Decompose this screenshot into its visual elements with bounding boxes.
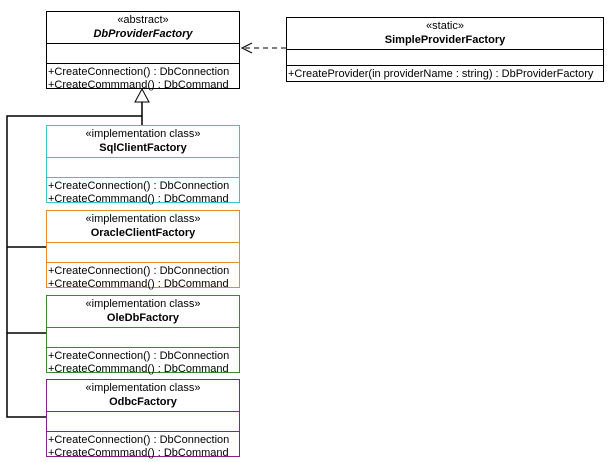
class-name: DbProviderFactory (93, 28, 193, 40)
stereotype-label: «implementation class» (85, 382, 201, 394)
stereotype-label: «implementation class» (85, 298, 201, 310)
class-name: OracleClientFactory (90, 227, 196, 239)
operation: +CreateConnection() : DbConnection (48, 434, 230, 446)
operations-compartment: +CreateConnection() : DbConnection +Crea… (47, 263, 239, 291)
stereotype-label: «implementation class» (85, 128, 201, 140)
operation: +CreateConnection() : DbConnection (48, 350, 230, 362)
class-name: OleDbFactory (106, 312, 180, 324)
operations-compartment: +CreateConnection() : DbConnection +Crea… (47, 348, 239, 376)
operations-compartment: +CreateConnection() : DbConnection +Crea… (47, 64, 239, 92)
operations-compartment: +CreateProvider(in providerName : string… (287, 66, 603, 81)
attributes-compartment (47, 412, 239, 432)
class-name: OdbcFactory (109, 396, 177, 408)
attributes-compartment (47, 158, 239, 178)
attributes-compartment (47, 328, 239, 348)
operations-compartment: +CreateConnection() : DbConnection +Crea… (47, 178, 239, 206)
class-header: «implementation class» SqlClientFactory (47, 126, 239, 158)
stereotype-label: «static» (426, 20, 464, 32)
class-oracleclientfactory[interactable]: «implementation class» OracleClientFacto… (46, 210, 240, 291)
class-simpleproviderfactory[interactable]: «static» SimpleProviderFactory +CreatePr… (286, 17, 604, 82)
attributes-compartment (47, 243, 239, 263)
class-header: «static» SimpleProviderFactory (287, 18, 603, 50)
operation: +CreateCommmand() : DbCommand (48, 363, 229, 375)
class-odbcfactory[interactable]: «implementation class» OdbcFactory +Crea… (46, 379, 240, 460)
operation: +CreateCommmand() : DbCommand (48, 447, 229, 459)
class-name: SqlClientFactory (99, 142, 187, 154)
operation: +CreateProvider(in providerName : string… (288, 68, 594, 80)
dependency-arrowhead (240, 42, 253, 54)
operation: +CreateConnection() : DbConnection (48, 66, 230, 78)
stereotype-label: «abstract» (117, 14, 169, 26)
operation: +CreateCommmand() : DbCommand (48, 193, 229, 205)
class-header: «abstract» DbProviderFactory (47, 12, 239, 44)
class-name: SimpleProviderFactory (384, 34, 506, 46)
class-dbproviderfactory[interactable]: «abstract» DbProviderFactory +CreateConn… (46, 11, 240, 92)
class-sqlclientfactory[interactable]: «implementation class» SqlClientFactory … (46, 125, 240, 206)
operations-compartment: +CreateConnection() : DbConnection +Crea… (47, 432, 239, 460)
operation: +CreateConnection() : DbConnection (48, 265, 230, 277)
inheritance-rail (6, 115, 142, 418)
stereotype-label: «implementation class» (85, 213, 201, 225)
operation: +CreateConnection() : DbConnection (48, 180, 230, 192)
operation: +CreateCommmand() : DbCommand (48, 278, 229, 290)
attributes-compartment (47, 44, 239, 64)
operation: +CreateCommmand() : DbCommand (48, 79, 229, 91)
class-header: «implementation class» OleDbFactory (47, 296, 239, 328)
class-oledbfactory[interactable]: «implementation class» OleDbFactory +Cre… (46, 295, 240, 376)
class-header: «implementation class» OdbcFactory (47, 380, 239, 412)
attributes-compartment (287, 50, 603, 66)
class-header: «implementation class» OracleClientFacto… (47, 211, 239, 243)
